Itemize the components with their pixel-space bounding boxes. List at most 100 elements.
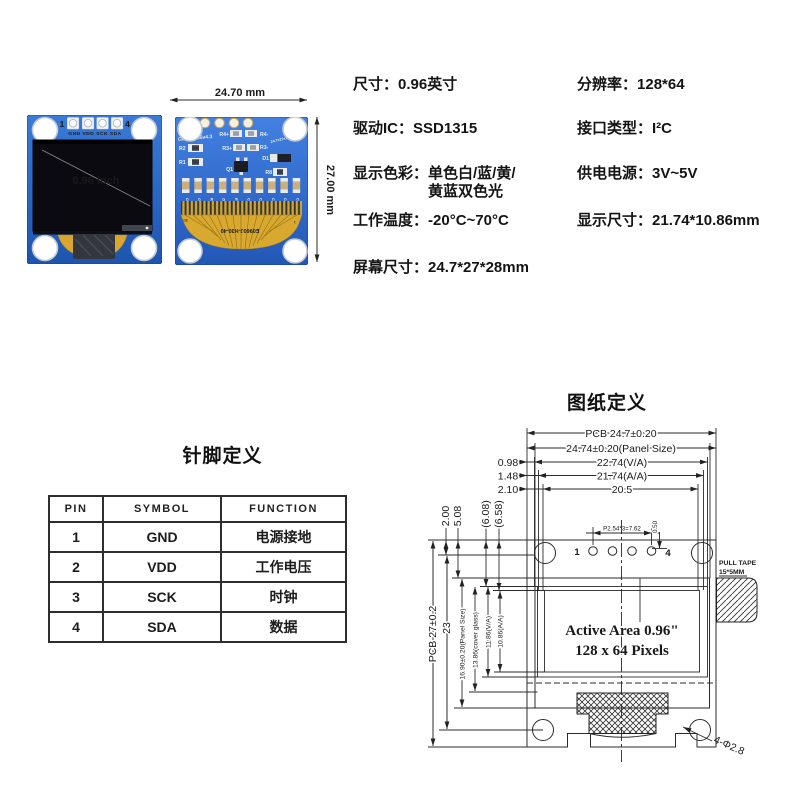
table-header-row: PIN SYMBOL FUNCTION (48, 495, 347, 523)
flex-connector-hatch (576, 692, 669, 734)
mounting-hole (177, 117, 203, 142)
cell-function: 数据 (220, 611, 347, 643)
oled-module-front-photo: 1 4 GND VDD SCK SDA 0.96 inch (27, 115, 162, 264)
spec-interface: 接口类型：I²C (577, 120, 672, 138)
spec-value: 24.7*27*28mm (428, 259, 529, 276)
silk-r3plus: R3+ (222, 146, 232, 152)
cap-label: C3 (246, 198, 250, 203)
flex-traces (184, 214, 298, 249)
dim-offset-098: 0.98 (498, 457, 519, 469)
cell-symbol: GND (102, 521, 222, 553)
diagonal-size-line (41, 149, 151, 207)
spec-label: 工作温度： (353, 212, 429, 229)
cap-label: C6 (185, 198, 189, 203)
spec-label: 驱动IC： (353, 120, 414, 137)
pull-tape-label-line1: PULL TAPE (719, 560, 757, 567)
cell-symbol: SDA (102, 611, 222, 643)
col-header-symbol: SYMBOL (102, 495, 222, 523)
spec-driver-ic: 驱动IC：SSD1315 (353, 120, 477, 138)
dim-panel-height: 16.90±0.20(Panel Size) (460, 609, 467, 680)
dim-top-200: 2.00 (440, 506, 452, 527)
spec-label: 接口类型： (577, 120, 653, 137)
bond-finger-strip (181, 201, 302, 215)
spec-value: 21.74*10.86mm (652, 212, 760, 229)
photo-dimension-annotations: 24.70 mm 27.00 mm (170, 87, 336, 262)
dim-top-608: (6.08) (480, 500, 492, 527)
cap-label: C3 (296, 198, 300, 203)
flex-pin1-label: 1 (293, 220, 296, 225)
spec-power: 供电电源：3V~5V (577, 165, 697, 183)
dim-panel-width: 24.74±0.20(Panel Size) (566, 443, 676, 455)
spec-display-size: 显示尺寸：21.74*10.86mm (577, 212, 760, 230)
mounting-hole (31, 116, 59, 144)
spec-value: 3V~5V (652, 165, 698, 182)
spec-label: 分辨率： (577, 76, 638, 93)
pin-definition-table: PIN SYMBOL FUNCTION 1 GND 电源接地 2 VDD 工作电… (48, 495, 347, 643)
spec-display-color: 显示色彩：单色白/蓝/黄/ 黄蓝双色光 (353, 165, 516, 201)
oled-module-back-photo: GM009605v4.3 24.7x27x1.2 R4+ R4- R3+ R3-… (175, 117, 308, 265)
hole-top-right (691, 542, 713, 564)
silk-size-text: 24.7x27x1.2 (270, 135, 290, 144)
cell-symbol: SCK (102, 581, 222, 613)
dim-glass-height: 13.86(cover glass) (473, 612, 480, 668)
cell-symbol: VDD (102, 551, 222, 583)
flex-pin30-label: 30 (183, 218, 188, 223)
col-header-function: FUNCTION (220, 495, 347, 523)
hole-top-left (534, 542, 556, 564)
width-dimension-label: 24.70 mm (215, 87, 265, 99)
spec-label: 显示色彩： (353, 165, 429, 182)
cap-label: R2 (209, 198, 213, 203)
cell-pin: 1 (48, 521, 104, 553)
pin-definition-title: 针脚定义 (182, 446, 263, 467)
silk-r4plus: R4+ (219, 132, 229, 138)
silk-r3minus: R3- (260, 145, 269, 151)
viewing-area-outline (537, 586, 708, 678)
cell-pin: 2 (48, 551, 104, 583)
active-area-text-line1: Active Area 0.96" (565, 623, 678, 639)
spec-temperature: 工作温度：-20°C~70°C (353, 212, 509, 230)
height-dimension-label: 27.00 mm (324, 165, 336, 215)
spec-value: -20°C~70°C (428, 212, 509, 229)
spec-label: 显示尺寸： (577, 212, 653, 229)
cell-function: 时钟 (220, 581, 347, 613)
cap-label: C4 (283, 198, 287, 203)
mounting-hole (31, 234, 59, 262)
dim-pcb-width: PCB 24.7±0.20 (585, 428, 656, 440)
flex-part-number: E0960J-H30-40 (221, 227, 260, 233)
spec-value: 0.96英寸 (398, 76, 458, 93)
mounting-hole (130, 234, 158, 262)
table-row: 4 SDA 数据 (48, 611, 347, 643)
table-row: 2 VDD 工作电压 (48, 551, 347, 583)
dim-pin-pitch: P2.54*3=7.62 (603, 526, 641, 533)
silk-r1: R1 (179, 160, 186, 166)
pin-hole (588, 546, 598, 556)
screen-size-text: 0.96 inch (72, 175, 119, 187)
hole-diameter-label: 4-Φ2.8 (712, 734, 747, 758)
dim-offset-148: 1.48 (498, 471, 519, 483)
spec-value: 128*64 (637, 76, 685, 93)
drawing-pin1-label: 1 (574, 547, 580, 558)
dim-height-23: 23 (441, 622, 453, 634)
pin-number-4: 4 (125, 119, 130, 129)
table-row: 3 SCK 时钟 (48, 581, 347, 613)
dim-va-height: 11.86(V/A) (486, 616, 493, 648)
pull-tape-hatch (716, 577, 758, 623)
col-header-pin: PIN (48, 495, 104, 523)
cell-function: 工作电压 (220, 551, 347, 583)
mounting-hole (282, 238, 308, 264)
dim-top-508: 5.08 (452, 506, 464, 527)
dim-va-width: 22.74(V/A) (597, 457, 647, 469)
pin-hole (646, 546, 657, 556)
cap-label: C2 (259, 198, 263, 203)
spec-value: SSD1315 (413, 120, 478, 137)
silk-q1: Q1 (226, 167, 233, 173)
pin-hole (627, 546, 637, 556)
spec-label: 尺寸： (353, 76, 399, 93)
pull-tape-label-line2: 15*5MM (719, 569, 745, 576)
spec-value: I²C (652, 120, 673, 137)
table-row: 1 GND 电源接地 (48, 521, 347, 553)
mounting-hole (177, 238, 203, 264)
pin-hole (607, 546, 618, 556)
pin-silkscreen-labels: GND VDD SCK SDA (68, 131, 121, 137)
cap-label: Z6 (222, 198, 226, 202)
